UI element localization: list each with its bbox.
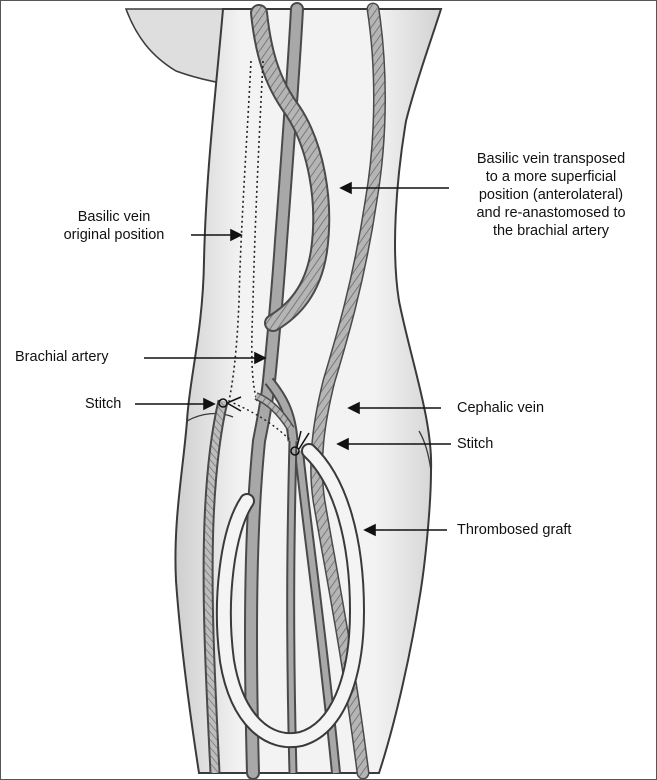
label-cephalic-vein: Cephalic vein [457, 399, 544, 417]
label-thrombosed-graft: Thrombosed graft [457, 521, 571, 539]
label-stitch-right: Stitch [457, 435, 493, 453]
label-basilic-original: Basilic vein original position [39, 208, 189, 244]
label-basilic-transposed: Basilic vein transposed to a more superf… [451, 150, 651, 240]
label-brachial-artery: Brachial artery [15, 348, 108, 366]
label-stitch-left: Stitch [85, 395, 121, 413]
